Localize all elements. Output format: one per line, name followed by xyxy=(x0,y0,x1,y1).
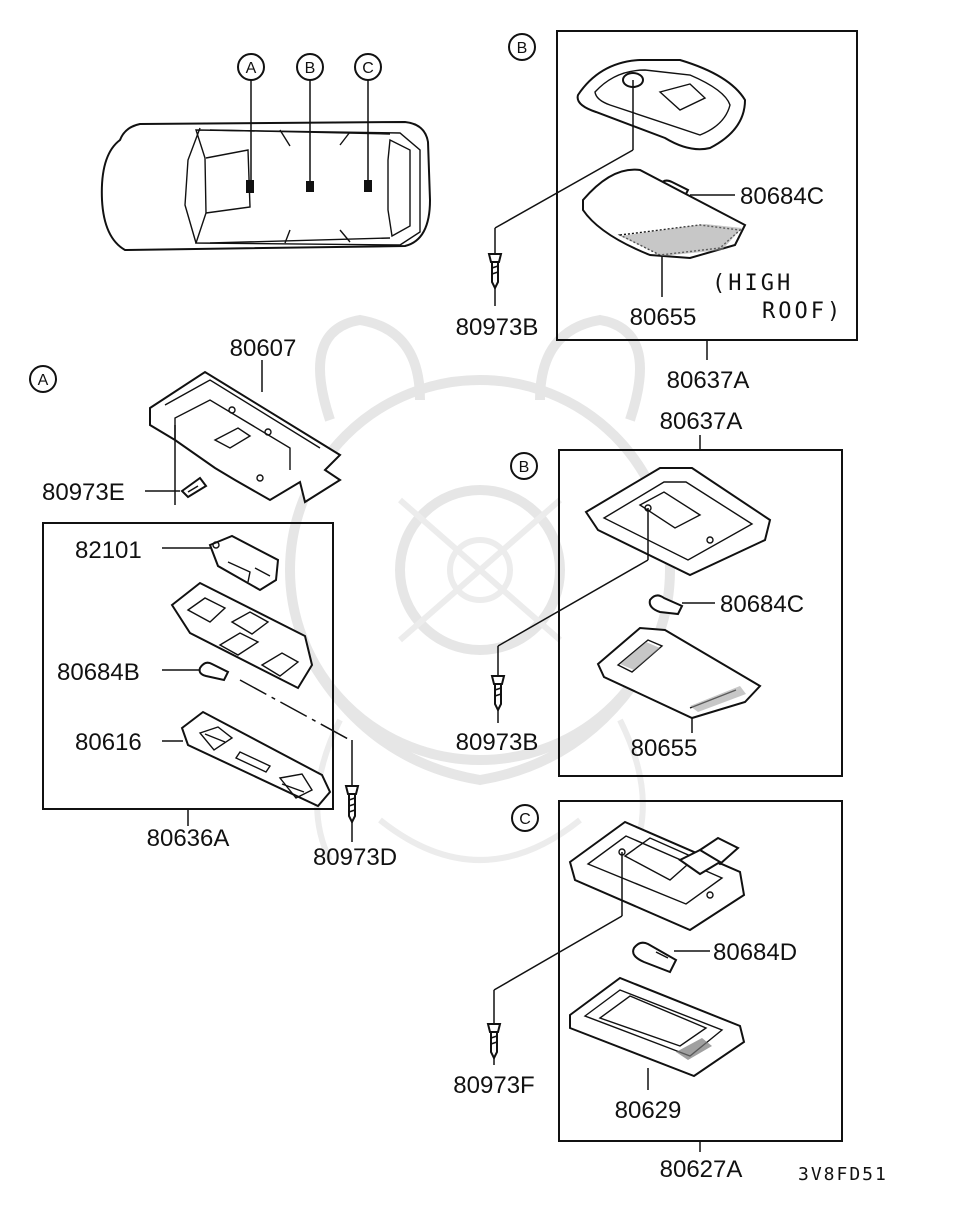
label-80629: 80629 xyxy=(615,1097,682,1124)
part-80629-lens xyxy=(569,976,746,1078)
section-a-marker xyxy=(29,365,57,393)
assembly-box-80637a-standard xyxy=(558,449,843,777)
location-marker-b: B xyxy=(296,53,324,192)
location-marker-a: A xyxy=(237,53,265,193)
screw-80973b-icon-standard xyxy=(490,675,506,713)
section-c: C 80684D 80629 xyxy=(453,800,843,1183)
label-82101: 82101 xyxy=(75,537,142,564)
bulb-80684b-icon xyxy=(198,661,230,682)
label-80684c-high-roof: 80684C xyxy=(740,183,824,210)
screw-80973d-icon xyxy=(344,785,360,825)
section-c-marker-letter: C xyxy=(519,811,531,828)
label-80655-high-roof: 80655 xyxy=(630,304,697,331)
section-b-high-roof-marker xyxy=(508,33,536,61)
label-80637a-high-roof: 80637A xyxy=(667,367,750,394)
label-80627a: 80627A xyxy=(660,1156,743,1183)
location-marker-c: C xyxy=(354,53,382,192)
marker-a-letter: A xyxy=(246,60,257,77)
part-80607-bracket xyxy=(149,370,342,504)
section-b-high-roof-marker-letter: B xyxy=(517,40,528,57)
bulb-80684c-icon-standard xyxy=(648,594,684,616)
label-80973d: 80973D xyxy=(313,844,397,871)
watermark-emblem xyxy=(285,314,675,863)
part-82101-switch xyxy=(208,534,280,592)
section-b-standard-marker xyxy=(510,452,538,480)
bulb-80684d-icon xyxy=(632,941,678,974)
label-80684d: 80684D xyxy=(713,939,797,966)
part-base-housing-b1 xyxy=(576,59,747,151)
section-b-standard: 80637A B 80684C 80655 xyxy=(456,408,843,777)
vehicle-top-view xyxy=(100,120,432,252)
label-80684b: 80684B xyxy=(57,659,140,686)
diagram-code: 3V8FD51 xyxy=(798,1164,888,1185)
section-a: A 80607 80973E 82101 xyxy=(29,335,397,871)
label-80973f: 80973F xyxy=(453,1072,534,1099)
part-80616-lens xyxy=(180,710,332,808)
label-80973b-high-roof: 80973B xyxy=(456,314,539,341)
part-80655-lens-standard xyxy=(596,626,762,720)
label-80607: 80607 xyxy=(230,335,297,362)
section-b-high-roof: B 80684C 80655 (HIGH ROOF) xyxy=(456,30,858,394)
label-80973b-standard: 80973B xyxy=(456,729,539,756)
label-80616: 80616 xyxy=(75,729,142,756)
marker-b-letter: B xyxy=(305,60,316,77)
section-a-marker-letter: A xyxy=(38,372,49,389)
label-80655-standard: 80655 xyxy=(631,735,698,762)
high-roof-note-line2: ROOF) xyxy=(762,299,843,324)
screw-80973b-icon-high-roof xyxy=(487,253,503,291)
label-80684c-standard: 80684C xyxy=(720,591,804,618)
part-80655-lens-high-roof xyxy=(582,168,747,260)
label-80973e: 80973E xyxy=(42,479,125,506)
section-c-marker xyxy=(511,804,539,832)
part-base-housing-b2 xyxy=(584,467,772,577)
screw-80973f-icon xyxy=(486,1023,502,1061)
screw-80973e-icon xyxy=(180,476,208,499)
label-80636a: 80636A xyxy=(147,825,230,852)
section-b-standard-marker-letter: B xyxy=(519,459,530,476)
part-base-housing-c xyxy=(568,820,746,932)
high-roof-note-line1: (HIGH xyxy=(712,271,793,296)
part-lamp-housing-a xyxy=(170,581,314,690)
label-80637a-standard: 80637A xyxy=(660,408,743,435)
marker-c-letter: C xyxy=(362,60,374,77)
